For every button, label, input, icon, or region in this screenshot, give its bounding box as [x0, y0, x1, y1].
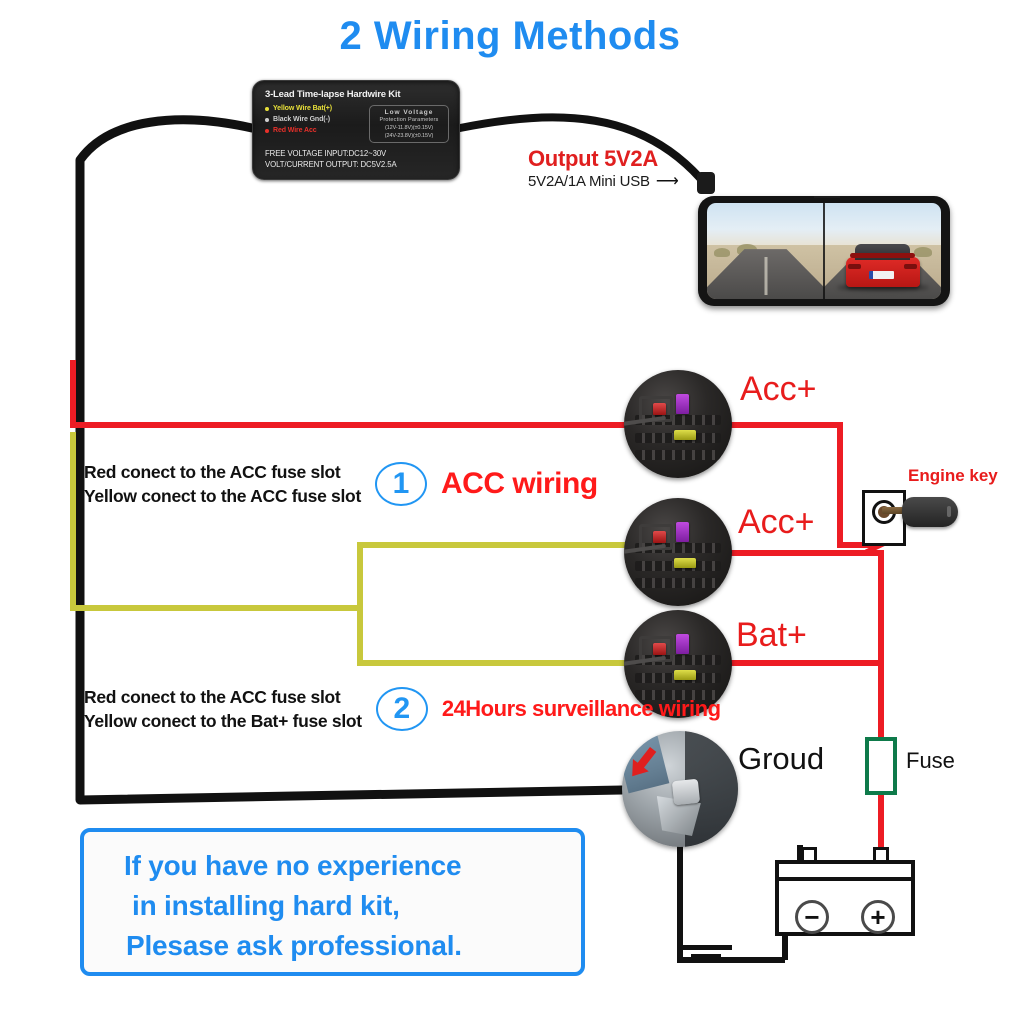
ground-symbol [680, 945, 732, 959]
bullet-icon [265, 128, 269, 133]
instruction-2-line-1: Red conect to the ACC fuse slot [84, 687, 341, 707]
output-sub-label: 5V2A/1A Mini USB ⟶ [528, 173, 679, 190]
fuse-chip-purple [675, 633, 689, 654]
instruction-1-text: Red conect to the ACC fuse slot Yellow c… [84, 460, 361, 508]
hardwire-kit-module: 3-Lead Time-lapse Hardwire Kit Yellow Wi… [252, 80, 460, 180]
bullet-icon [265, 117, 269, 122]
ground-bar-narrow [691, 954, 721, 959]
label-fuse: Fuse [906, 748, 955, 773]
output-callout: Output 5V2A 5V2A/1A Mini USB ⟶ [528, 146, 679, 190]
instruction-1-line-2: Yellow conect to the ACC fuse slot [84, 486, 361, 507]
battery-terminal-positive [873, 847, 889, 863]
param-line-2: Protection Parameters [379, 117, 439, 123]
kit-lead-black-label: Black Wire Gnd(-) [273, 116, 330, 123]
instruction-2-text: Red conect to the ACC fuse slot Yellow c… [84, 685, 362, 733]
screen-split-divider [823, 203, 825, 299]
param-line-4: (24V-23.8V)(±0.15V) [384, 133, 434, 139]
kit-output-spec: VOLT/CURRENT OUTPUT: DC5V2.5A [265, 160, 397, 169]
warning-line-2: in installing hard kit, [132, 889, 400, 921]
car-battery: − + [775, 847, 915, 936]
battery-minus-icon: − [795, 900, 829, 934]
warning-line-1: If you have no experience [124, 850, 462, 881]
label-acc-top: Acc+ [740, 370, 817, 408]
fusebox-photo-acc-top [624, 370, 732, 478]
low-voltage-protection-box: Low Voltage Protection Parameters (12V-1… [369, 105, 449, 143]
battery-terminal-negative [801, 847, 817, 863]
car-key-icon [902, 497, 958, 527]
label-bat: Bat+ [736, 616, 807, 654]
arrow-right-icon: ⟶ [655, 172, 679, 190]
bush-icon [913, 246, 932, 257]
step-badge-1: 1 [374, 462, 427, 507]
param-line-1: Low Voltage [384, 109, 434, 116]
fuse-chip-red [653, 531, 667, 544]
bullet-icon [265, 106, 269, 111]
fuse-chip-red [653, 643, 667, 656]
car-body [845, 244, 920, 288]
kit-lead-red-label: Red Wire Acc [273, 127, 317, 134]
ground-bar-wide [680, 945, 732, 950]
warning-box: If you have no experience in installing … [80, 828, 585, 976]
kit-title: 3-Lead Time-lapse Hardwire Kit [265, 89, 401, 100]
road-marking [764, 256, 767, 296]
param-line-3: (12V-11.8V)(±0.15V) [384, 125, 434, 131]
step-badge-2: 2 [375, 687, 428, 732]
mirror-rear-camera-view [824, 203, 941, 299]
output-sub-text: 5V2A/1A Mini USB [528, 173, 650, 190]
page-title: 2 Wiring Methods [339, 14, 681, 58]
instruction-block-2: Red conect to the ACC fuse slot Yellow c… [84, 685, 721, 733]
sky [824, 203, 941, 248]
instruction-1-heading: ACC wiring [440, 467, 598, 501]
kit-footer: FREE VOLTAGE INPUT:DC12~30V VOLT/CURRENT… [265, 149, 449, 169]
battery-plus-icon: + [861, 900, 895, 934]
warning-line-3: Plesase ask professional. [126, 929, 462, 961]
tail-light-left [848, 264, 862, 270]
label-acc-mid: Acc+ [738, 503, 815, 541]
fuse-chip-yellow [673, 558, 696, 569]
key-blade-icon [882, 507, 912, 514]
fuse-chip-yellow [673, 430, 696, 441]
mirror-screen [707, 203, 941, 299]
ground-bolt [671, 778, 701, 806]
kit-lead-black: Black Wire Gnd(-) [265, 116, 361, 123]
license-plate [869, 270, 895, 279]
fusebox-photo-bat [624, 610, 732, 718]
tail-light-right [903, 264, 917, 270]
fusebox-photo-acc-mid [624, 498, 732, 606]
ignition-switch [862, 490, 906, 546]
fuse-chip-purple [675, 393, 689, 414]
car-shadow [836, 284, 929, 292]
instruction-2-heading: 24Hours surveillance wiring [441, 696, 721, 722]
fuse-chip-red [653, 403, 667, 416]
fuse-chip-yellow [673, 670, 696, 681]
bush-icon [714, 247, 731, 257]
instruction-2-line-2: Yellow conect to the Bat+ fuse slot [84, 711, 362, 732]
kit-lead-yellow: Yellow Wire Bat(+) [265, 105, 361, 112]
output-main-label: Output 5V2A [528, 146, 658, 171]
battery-top-line [779, 877, 911, 881]
instruction-1-line-1: Red conect to the ACC fuse slot [84, 462, 341, 482]
camera-lens-icon [813, 196, 840, 198]
kit-lead-yellow-label: Yellow Wire Bat(+) [273, 105, 333, 112]
label-engine-key: Engine key [908, 466, 998, 485]
ground-bolt-photo [622, 731, 738, 847]
mirror-front-camera-view [707, 203, 824, 299]
mirror-dashcam-monitor [698, 196, 950, 306]
label-ground: Groud [738, 741, 825, 776]
fuse-chip-purple [675, 521, 689, 542]
car-spoiler [849, 253, 916, 259]
kit-lead-red: Red Wire Acc [265, 127, 361, 134]
kit-lead-list: Yellow Wire Bat(+) Black Wire Gnd(-) Red… [265, 105, 361, 143]
kit-input-spec: FREE VOLTAGE INPUT:DC12~30V [265, 149, 387, 158]
red-car-icon [836, 244, 929, 292]
fuse-symbol [865, 737, 897, 795]
key-button [947, 506, 951, 517]
instruction-block-1: Red conect to the ACC fuse slot Yellow c… [84, 460, 598, 508]
sky [707, 203, 824, 248]
